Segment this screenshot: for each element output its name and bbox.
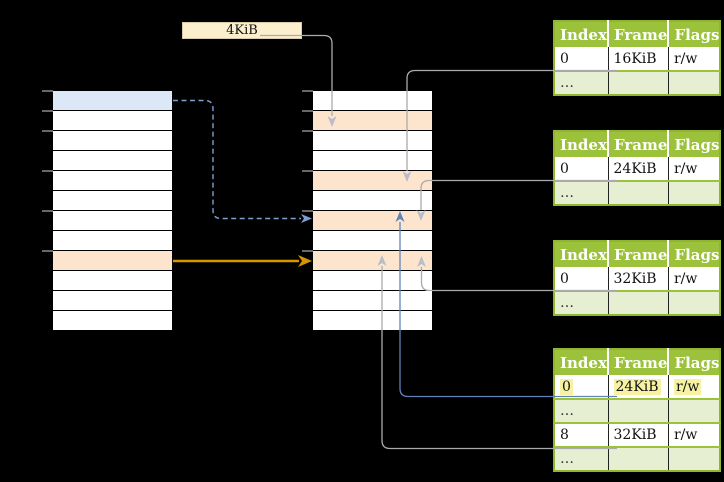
memory-row [313,191,432,211]
page-table-4: Index Frame Flags 0 24KiB r/w … 8 32KiB … [553,348,722,472]
memory-row [53,111,172,131]
col-header-index: Index [554,131,609,157]
cell-index: 0 [554,47,609,71]
memory-row [313,231,432,251]
connector-dashed-blue-line [173,99,301,220]
table-row: 8 32KiB r/w [554,422,721,447]
cell-frame [608,180,669,205]
memory-row [313,111,432,131]
table-row: 0 32KiB r/w [554,267,721,291]
memory-row [53,211,172,231]
table-row-ellipsis: … [554,398,721,423]
memory-row [53,311,172,330]
col-header-flags: Flags [668,349,721,375]
table-header-row: Index Frame Flags [554,21,721,47]
cell-flags: r/w [668,47,721,71]
cell-index: 0 [554,157,609,181]
memory-row [53,271,172,291]
memory-row [53,251,172,271]
memory-row [313,171,432,191]
cell-index: 8 [554,422,609,447]
cell-frame: 16KiB [608,47,669,71]
page-table-3: Index Frame Flags 0 32KiB r/w … [553,240,722,316]
cell-index: … [554,180,609,205]
page-size-label: 4KiB [182,22,302,39]
memory-row [313,211,432,231]
memory-row [313,291,432,311]
page-table-2: Index Frame Flags 0 24KiB r/w … [553,130,722,206]
memory-row [313,151,432,171]
cell-flags: r/w [668,267,721,291]
memory-row [313,251,432,271]
left-memory-column [52,90,173,331]
cell-flags [668,446,721,471]
cell-frame [608,290,669,315]
col-header-flags: Flags [668,131,721,157]
table-header-row: Index Frame Flags [554,349,721,375]
cell-frame: 32KiB [608,422,669,447]
col-header-flags: Flags [668,21,721,47]
cell-index: … [554,290,609,315]
memory-row [53,291,172,311]
cell-flags [668,180,721,205]
table-row: 0 16KiB r/w [554,47,721,71]
col-header-index: Index [554,241,609,267]
cell-index: … [554,446,609,471]
cell-frame [608,70,669,95]
highlight: 0 [560,378,573,395]
table-header-row: Index Frame Flags [554,131,721,157]
cell-flags: r/w [668,375,721,399]
memory-row [313,91,432,111]
memory-row [53,191,172,211]
memory-row [313,271,432,291]
highlight: 24KiB [613,378,661,395]
table-row-highlighted: 0 24KiB r/w [554,375,721,399]
cell-flags [668,290,721,315]
table-row-ellipsis: … [554,290,721,315]
cell-frame: 24KiB [608,157,669,181]
cell-frame: 32KiB [608,267,669,291]
memory-row [53,131,172,151]
cell-frame [608,398,669,423]
col-header-frame: Frame [608,241,670,267]
arrowhead-right-icon [301,214,312,223]
cell-index: 0 [554,267,609,291]
cell-frame: 24KiB [608,375,669,399]
col-header-index: Index [554,21,609,47]
page-table-1: Index Frame Flags 0 16KiB r/w … [553,20,722,96]
highlight: r/w [673,378,702,395]
table-row-ellipsis: … [554,180,721,205]
col-header-frame: Frame [608,21,670,47]
table-row-ellipsis: … [554,446,721,471]
cell-flags [668,398,721,423]
col-header-frame: Frame [608,349,670,375]
table-row: 0 24KiB r/w [554,157,721,181]
cell-flags: r/w [668,422,721,447]
table-header-row: Index Frame Flags [554,241,721,267]
col-header-frame: Frame [608,131,670,157]
memory-row [53,231,172,251]
table-row-ellipsis: … [554,70,721,95]
cell-frame [608,446,669,471]
cell-index: 0 [554,375,609,399]
memory-row [313,311,432,330]
cell-flags [668,70,721,95]
memory-row [313,131,432,151]
col-header-index: Index [554,349,609,375]
cell-flags: r/w [668,157,721,181]
memory-row [53,151,172,171]
memory-row [53,171,172,191]
cell-index: … [554,70,609,95]
cell-index: … [554,398,609,423]
middle-memory-column [312,90,433,331]
memory-row [53,91,172,111]
arrowhead-right-icon [298,255,312,267]
col-header-flags: Flags [668,241,721,267]
